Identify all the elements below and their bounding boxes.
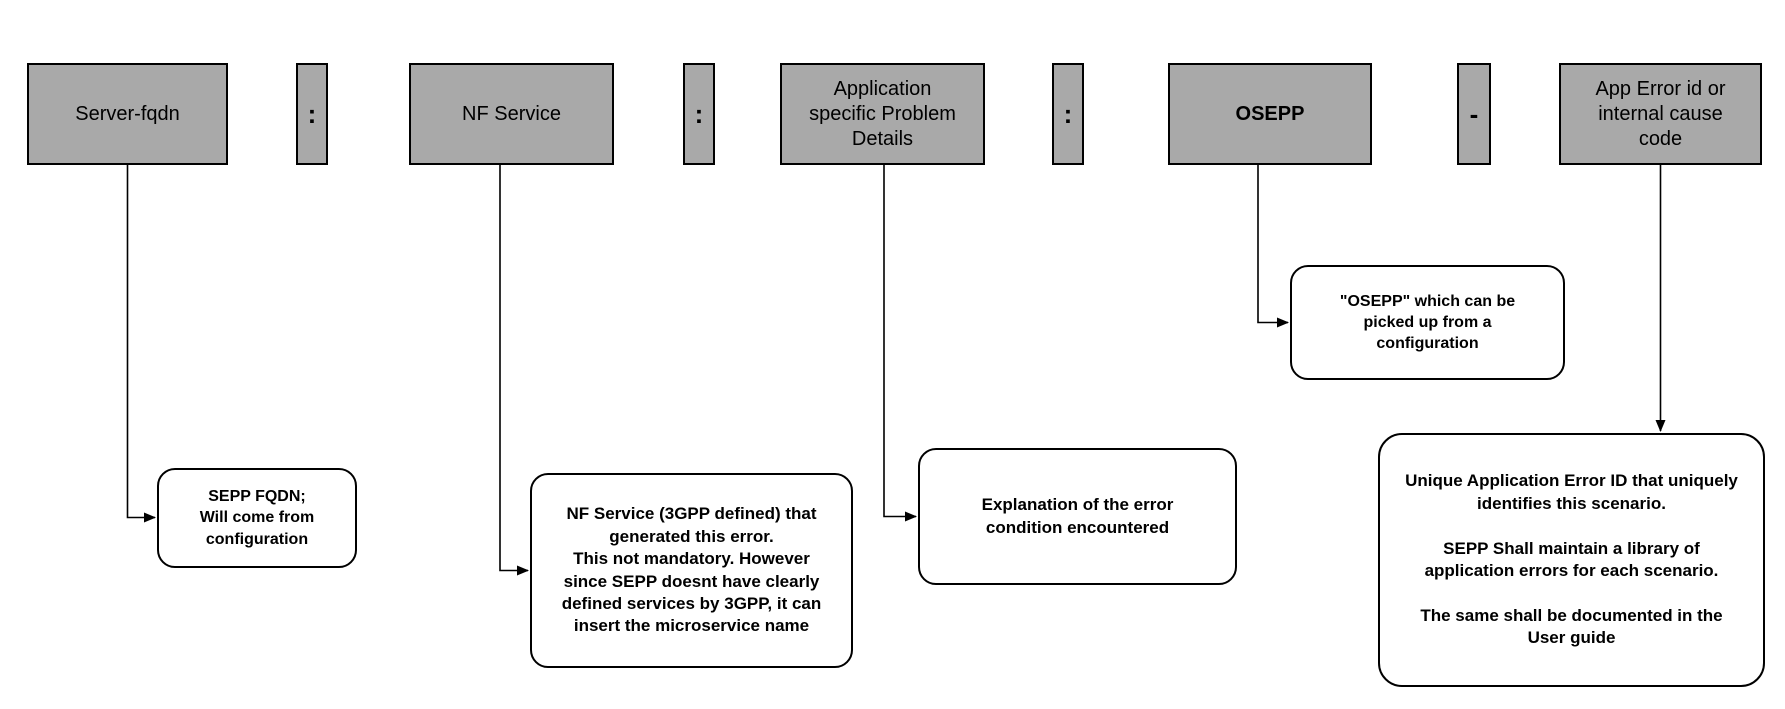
callout-osepp: "OSEPP" which can be picked up from a co… [1290,265,1565,380]
callout-nf-service: NF Service (3GPP defined) that generated… [530,473,853,668]
node-app-error-id: App Error id or internal cause code [1559,63,1762,165]
node-nf-service: NF Service [409,63,614,165]
node-app-specific-problem-details: Application specific Problem Details [780,63,985,165]
arrow-server-fqdn-to-callout [126,165,156,523]
node-server-fqdn: Server-fqdn [27,63,228,165]
arrow-problem-details-to-callout [883,165,917,522]
callout-problem-details: Explanation of the error condition encou… [918,448,1237,585]
arrow-nf-service-to-callout [499,165,529,576]
arrow-osepp-to-callout [1257,165,1289,328]
separator-colon-1: : [296,63,328,165]
callout-app-error-id: Unique Application Error ID that uniquel… [1378,433,1765,687]
node-osepp: OSEPP [1168,63,1372,165]
callout-server-fqdn: SEPP FQDN; Will come from configuration [157,468,357,568]
separator-dash: - [1457,63,1491,165]
separator-colon-3: : [1052,63,1084,165]
separator-colon-2: : [683,63,715,165]
